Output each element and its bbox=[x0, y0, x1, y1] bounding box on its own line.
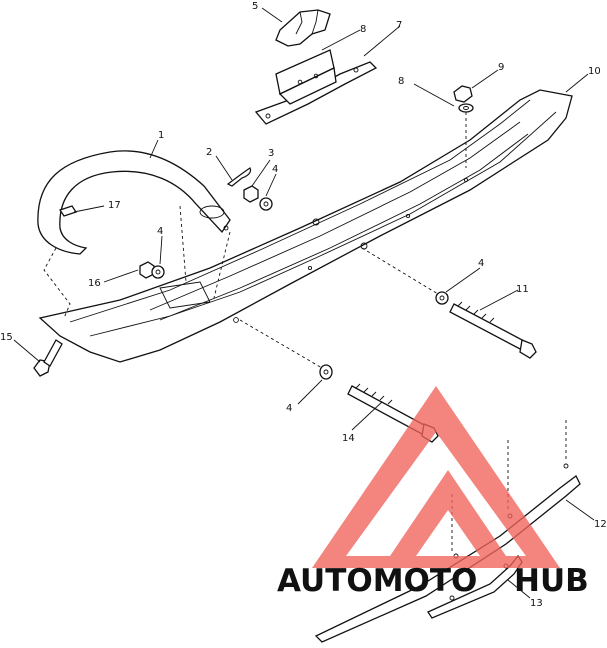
part-4-washer-c bbox=[435, 291, 449, 305]
callout-13: 13 bbox=[530, 598, 543, 609]
callout-4-a: 4 bbox=[272, 164, 278, 175]
part-11-bolt bbox=[449, 301, 537, 359]
callout-labels: 5 8 7 8 9 10 1 2 3 4 17 4 16 4 11 4 14 1… bbox=[0, 1, 607, 609]
callout-3: 3 bbox=[268, 148, 274, 159]
part-4-washer-a bbox=[259, 197, 273, 211]
callout-10: 10 bbox=[588, 66, 601, 77]
watermark-word-automoto: AUTOMOTO bbox=[277, 563, 477, 599]
leader-lines bbox=[13, 7, 595, 599]
callout-11: 11 bbox=[516, 284, 529, 295]
callout-8-top: 8 bbox=[360, 24, 366, 35]
callout-14: 14 bbox=[342, 433, 355, 444]
callout-2: 2 bbox=[206, 147, 212, 158]
callout-15: 15 bbox=[0, 332, 13, 343]
part-10-ski bbox=[38, 89, 573, 363]
callout-7: 7 bbox=[396, 20, 402, 31]
callout-4-d: 4 bbox=[286, 403, 292, 414]
callout-4-c: 4 bbox=[478, 258, 484, 269]
part-15-bolt bbox=[33, 339, 63, 377]
callout-16: 16 bbox=[88, 278, 101, 289]
callout-4-b: 4 bbox=[157, 226, 163, 237]
part-4-washer-b bbox=[151, 265, 165, 279]
callout-5: 5 bbox=[252, 1, 258, 12]
part-4-washer-d bbox=[319, 364, 333, 380]
watermark-triangle-outer bbox=[312, 386, 560, 568]
part-8-bracket bbox=[275, 49, 337, 105]
callout-1: 1 bbox=[158, 130, 164, 141]
watermark-logo bbox=[312, 386, 560, 568]
callout-17: 17 bbox=[108, 200, 121, 211]
part-5-block bbox=[275, 9, 331, 47]
part-8-washer bbox=[458, 103, 474, 113]
callout-12: 12 bbox=[594, 519, 607, 530]
callout-8: 8 bbox=[398, 76, 404, 87]
part-3-nut bbox=[243, 185, 259, 203]
watermark-word-hub: HUB bbox=[514, 563, 589, 599]
watermark-text: AUTOMOTO HUB bbox=[277, 563, 589, 599]
watermark-triangle-inner bbox=[390, 470, 506, 556]
part-1-handle bbox=[37, 150, 231, 319]
part-9-nut bbox=[453, 85, 473, 103]
part-2-cotter-pin bbox=[226, 167, 252, 187]
callout-9: 9 bbox=[498, 62, 504, 73]
